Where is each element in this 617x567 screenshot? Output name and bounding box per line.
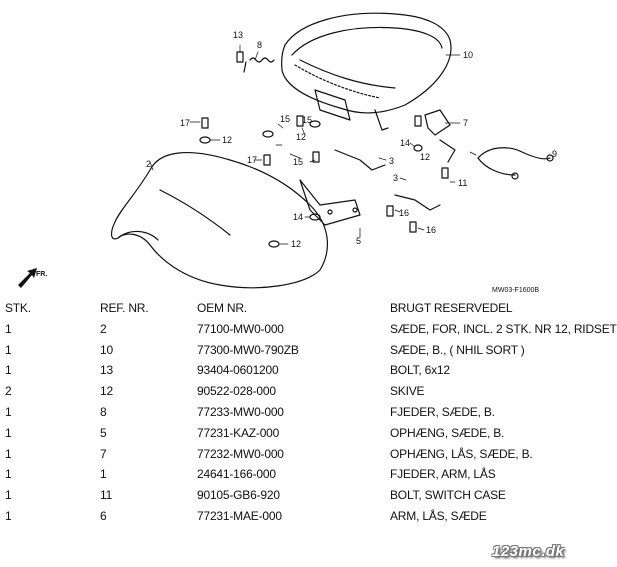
- cell-stk: 1: [5, 342, 12, 357]
- lock-arm: [334, 149, 441, 211]
- cell-stk: 1: [5, 508, 12, 523]
- cell-stk: 1: [5, 404, 12, 419]
- cell-desc: SÆDE, FOR, INCL. 2 STK. NR 12, RIDSET: [390, 321, 617, 336]
- cell-ref: 12: [100, 384, 113, 399]
- cell-oem: 77233-MW0-000: [197, 404, 284, 419]
- table-row: 1 2 77100-MW0-000 SÆDE, FOR, INCL. 2 STK…: [0, 319, 617, 340]
- cell-oem: 90105-GB6-920: [197, 488, 280, 503]
- callout: 17: [247, 155, 257, 165]
- callout: 3: [393, 173, 398, 183]
- callout: 9: [552, 149, 557, 159]
- table-row: 1 8 77233-MW0-000 FJEDER, SÆDE, B.: [0, 402, 600, 423]
- callout: 16: [426, 225, 436, 235]
- table-row: 1 5 77231-KAZ-000 OPHÆNG, SÆDE, B.: [0, 423, 600, 444]
- cell-oem: 90522-028-000: [197, 384, 276, 399]
- callout: 7: [463, 118, 468, 128]
- front-seat: [111, 151, 328, 289]
- callout-numbers: 13 8 10 17 12 15 12 15 7 2 17 15 14 9 12…: [146, 30, 557, 249]
- callout: 8: [257, 40, 262, 50]
- cell-desc: FJEDER, SÆDE, B.: [390, 404, 495, 419]
- parts-exploded-diagram: 13 8 10 17 12 15 12 15 7 2 17 15 14 9 12…: [18, 12, 557, 294]
- header-oem: OEM NR.: [197, 301, 247, 315]
- callout: 5: [356, 236, 361, 246]
- cell-ref: 5: [100, 425, 107, 440]
- callout: 12: [222, 135, 232, 145]
- cell-desc: FJEDER, ARM, LÅS: [390, 467, 496, 482]
- table-row: 1 11 90105-GB6-920 BOLT, SWITCH CASE: [0, 485, 600, 506]
- callout: 14: [400, 138, 410, 148]
- cell-oem: 77231-KAZ-000: [197, 425, 280, 440]
- seat-spring: [243, 57, 275, 73]
- header-desc: BRUGT RESERVEDEL: [390, 301, 513, 315]
- cell-ref: 8: [100, 404, 107, 419]
- cell-stk: 2: [5, 384, 12, 399]
- cell-desc: BOLT, 6x12: [390, 363, 450, 378]
- diagram-code: MW03-F1600B: [492, 287, 539, 294]
- table-row: 1 13 93404-0601200 BOLT, 6x12: [0, 360, 600, 381]
- callout: 14: [293, 212, 303, 222]
- callout: 3: [389, 156, 394, 166]
- cell-desc: OPHÆNG, LÅS, SÆDE, B.: [390, 446, 533, 461]
- callout: 10: [463, 50, 473, 60]
- table-row: 1 6 77231-MAE-000 ARM, LÅS, SÆDE: [0, 506, 600, 527]
- callout: 15: [280, 114, 290, 124]
- cell-oem: 93404-0601200: [197, 363, 279, 378]
- watermark-logo: 123mc.dk: [492, 543, 565, 560]
- table-row: 1 1 24641-166-000 FJEDER, ARM, LÅS: [0, 464, 600, 485]
- cell-desc: BOLT, SWITCH CASE: [390, 488, 506, 503]
- front-arrow-icon: FR.: [18, 268, 47, 288]
- callout: 12: [420, 152, 430, 162]
- table-row: 1 10 77300-MW0-790ZB SÆDE, B., ( NHIL SO…: [0, 340, 600, 361]
- cell-oem: 77300-MW0-790ZB: [197, 342, 299, 357]
- callout: 12: [291, 239, 301, 249]
- fasteners: [199, 51, 449, 248]
- front-label: FR.: [36, 271, 47, 278]
- cell-desc: SÆDE, B., ( NHIL SORT ): [390, 342, 525, 357]
- callout: 15: [302, 115, 312, 125]
- cell-stk: 1: [5, 488, 12, 503]
- parts-table: STK. REF. NR. OEM NR. BRUGT RESERVEDEL 1…: [0, 298, 617, 527]
- cell-oem: 77232-MW0-000: [197, 446, 284, 461]
- cell-oem: 77231-MAE-000: [197, 508, 282, 523]
- callout: 17: [180, 118, 190, 128]
- cell-stk: 1: [5, 425, 12, 440]
- cell-stk: 1: [5, 467, 12, 482]
- callout: 13: [233, 30, 243, 40]
- table-header: STK. REF. NR. OEM NR. BRUGT RESERVEDEL: [0, 298, 600, 319]
- lock-hook: [424, 109, 456, 163]
- header-ref: REF. NR.: [100, 301, 149, 315]
- callout: 11: [458, 178, 467, 188]
- seat-bracket: [299, 179, 361, 226]
- cell-ref: 6: [100, 508, 107, 523]
- cell-desc: SKIVE: [390, 384, 425, 399]
- cell-oem: 24641-166-000: [197, 467, 276, 482]
- callout: 12: [296, 132, 306, 142]
- leader-lines: [149, 44, 477, 245]
- table-row: 1 7 77232-MW0-000 OPHÆNG, LÅS, SÆDE, B.: [0, 444, 600, 465]
- header-stk: STK.: [5, 301, 31, 315]
- cell-stk: 1: [5, 363, 12, 378]
- cell-ref: 7: [100, 446, 107, 461]
- cell-stk: 1: [5, 321, 12, 336]
- callout: 2: [146, 159, 151, 169]
- callout: 15: [293, 157, 303, 167]
- cell-ref: 1: [100, 467, 107, 482]
- cell-ref: 10: [100, 342, 113, 357]
- cell-ref: 13: [100, 363, 113, 378]
- cell-ref: 2: [100, 321, 107, 336]
- cell-desc: OPHÆNG, SÆDE, B.: [390, 425, 505, 440]
- table-row: 2 12 90522-028-000 SKIVE: [0, 381, 600, 402]
- callout: 16: [399, 208, 409, 218]
- rear-seat-cowl: [281, 12, 452, 131]
- seat-lock-cable: [477, 147, 554, 180]
- cell-desc: ARM, LÅS, SÆDE: [390, 508, 487, 523]
- cell-stk: 1: [5, 446, 12, 461]
- cell-oem: 77100-MW0-000: [197, 321, 284, 336]
- cell-ref: 11: [100, 488, 113, 503]
